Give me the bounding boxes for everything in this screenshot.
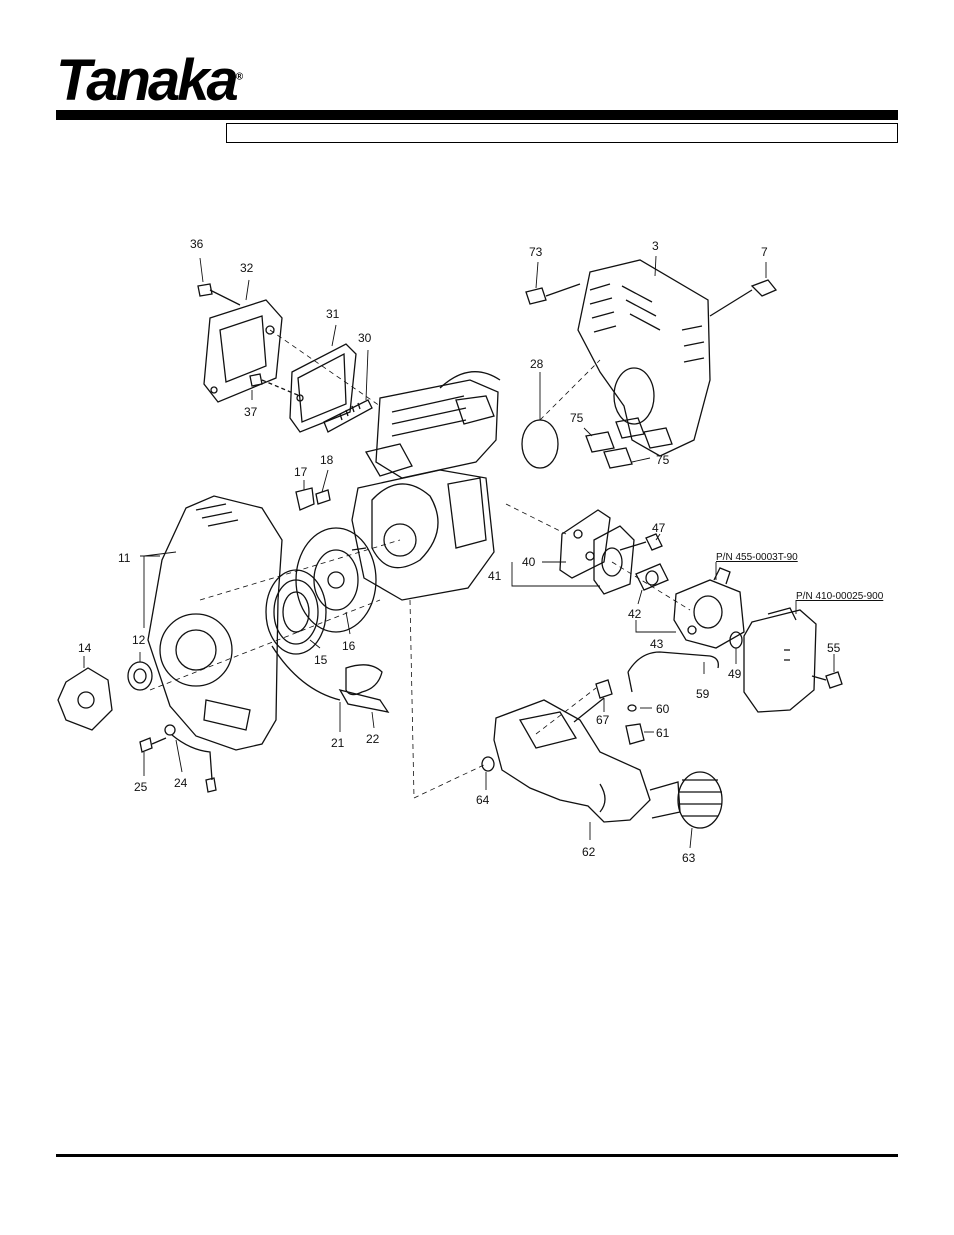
tank-neck — [649, 781, 681, 819]
header-rule — [56, 110, 898, 120]
starter-pulley — [295, 527, 377, 633]
clutch-14 — [57, 667, 113, 731]
callout-25: 25 — [134, 780, 148, 794]
gasket-28 — [521, 419, 559, 469]
callout-3: 3 — [652, 239, 659, 253]
air-filter-grid — [323, 399, 373, 433]
callout-75b: 75 — [656, 453, 670, 467]
callout-16: 16 — [342, 639, 356, 653]
callout-62: 62 — [582, 845, 596, 859]
plug-73 — [525, 283, 581, 305]
footer-rule — [56, 1154, 898, 1157]
callout-61: 61 — [656, 726, 670, 740]
callout-31: 31 — [326, 307, 340, 321]
callout-17: 17 — [294, 465, 308, 479]
screw-18 — [315, 489, 331, 505]
fuel-filter-61 — [625, 723, 645, 745]
clip-17 — [295, 487, 315, 511]
gasket-42 — [635, 563, 669, 591]
callout-40: 40 — [522, 555, 536, 569]
callout-14: 14 — [78, 641, 92, 655]
bolt-7 — [709, 279, 778, 317]
screw-25 — [139, 737, 167, 753]
fuel-cap — [677, 771, 723, 829]
fuel-pipe-stem — [627, 671, 633, 693]
muffler — [743, 607, 817, 713]
callout-18: 18 — [320, 453, 334, 467]
fitting-67 — [573, 679, 613, 723]
callout-22: 22 — [366, 732, 380, 746]
callout-21: 21 — [331, 736, 345, 750]
callout-41: 41 — [488, 569, 502, 583]
gasket-49 — [729, 631, 743, 649]
grommet-64 — [481, 756, 495, 772]
callout-55: 55 — [827, 641, 841, 655]
carburetor — [673, 567, 745, 649]
callout-75a: 75 — [570, 411, 584, 425]
callout-36: 36 — [190, 237, 204, 251]
recoil-spring — [265, 569, 327, 655]
callout-64: 64 — [476, 793, 490, 807]
air-filter-element — [289, 343, 357, 433]
callout-47: 47 — [652, 521, 666, 535]
cushions-75 — [585, 417, 673, 469]
callout-28: 28 — [530, 357, 544, 371]
bolt-55 — [811, 671, 843, 689]
nut-12 — [127, 661, 153, 691]
callout-59: 59 — [696, 687, 710, 701]
muffler-part-number: P/N 410-00025-900 — [796, 591, 884, 602]
callout-42: 42 — [628, 607, 642, 621]
callout-37: 37 — [244, 405, 258, 419]
callout-43: 43 — [650, 637, 664, 651]
callout-12: 12 — [132, 633, 146, 647]
grommet-60 — [627, 704, 637, 712]
callout-15: 15 — [314, 653, 328, 667]
title-box — [226, 123, 898, 143]
starter-handle — [338, 664, 390, 713]
callout-30: 30 — [358, 331, 372, 345]
screw-37 — [249, 373, 301, 397]
air-cleaner-cover — [203, 299, 283, 403]
callout-11: 11 — [118, 551, 131, 565]
starter-rope — [271, 645, 341, 701]
engine-crankcase — [351, 469, 495, 601]
callout-60: 60 — [656, 702, 670, 716]
fuel-pipe-59 — [627, 651, 719, 673]
callout-24: 24 — [174, 776, 188, 790]
insulator-41 — [593, 525, 635, 595]
carburetor-part-number: P/N 455-0003T-90 — [716, 552, 798, 563]
bolt-47 — [619, 533, 663, 551]
callout-73: 73 — [529, 245, 543, 259]
callout-63: 63 — [682, 851, 696, 865]
fan-housing — [147, 495, 283, 751]
tanaka-logo: Tanaka® — [56, 48, 244, 113]
callout-32: 32 — [240, 261, 254, 275]
cylinder-cover — [577, 259, 711, 457]
callout-7: 7 — [761, 245, 768, 259]
assembly-lines — [149, 329, 691, 799]
ground-cord-24 — [164, 724, 217, 793]
callout-labels: 36 32 31 30 37 73 3 7 28 75 75 17 18 11 … — [78, 237, 884, 865]
fuel-tank — [493, 699, 651, 823]
callout-67: 67 — [596, 713, 610, 727]
leader-lines — [83, 255, 835, 849]
callout-49: 49 — [728, 667, 742, 681]
engine-cylinder — [364, 371, 501, 479]
bolt-36 — [197, 283, 241, 306]
